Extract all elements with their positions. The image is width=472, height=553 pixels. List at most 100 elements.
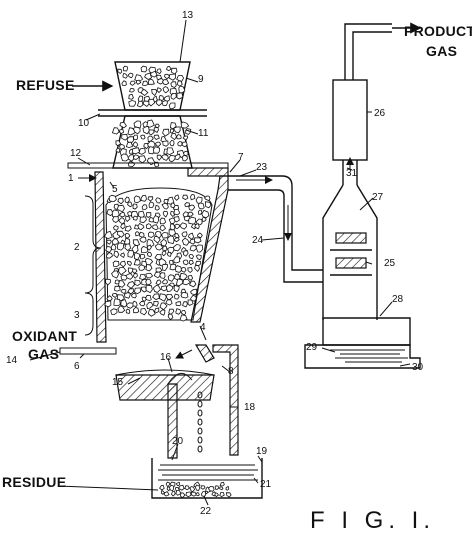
rock-fragment xyxy=(116,204,125,213)
rock-fragment xyxy=(169,128,175,134)
rock-fragment xyxy=(147,231,155,238)
rock-fragment xyxy=(176,134,182,140)
grate-zone xyxy=(59,344,239,459)
rock-fragment xyxy=(152,146,161,154)
rock-fragment xyxy=(193,237,202,244)
ref-9: 9 xyxy=(198,74,204,85)
rock-fragment xyxy=(146,119,155,128)
rock-fragment xyxy=(123,292,131,299)
rock-fragment xyxy=(143,142,149,150)
rock-fragment xyxy=(141,204,148,210)
rock-fragment xyxy=(153,127,159,133)
rock-fragment xyxy=(110,308,118,316)
rock-fragment xyxy=(160,490,166,495)
rock-fragment xyxy=(145,278,152,286)
rock-fragment xyxy=(161,202,169,210)
rock-fragment xyxy=(118,217,126,225)
rock-fragment xyxy=(125,308,131,314)
ref-20: 20 xyxy=(172,436,184,447)
rock-fragment xyxy=(188,260,194,266)
rock-fragment xyxy=(140,65,148,73)
rock-fragment xyxy=(163,95,170,102)
refuse-pile-top xyxy=(117,65,186,110)
rock-fragment xyxy=(128,93,134,100)
rock-fragment xyxy=(132,239,141,247)
rock-fragment xyxy=(146,251,153,258)
label-oxidant-gas: GAS xyxy=(28,346,59,362)
rock-fragment xyxy=(161,154,169,161)
leaders xyxy=(29,19,422,506)
refuse-charge xyxy=(103,193,212,322)
rock-fragment xyxy=(133,307,140,314)
rock-fragment xyxy=(181,237,190,246)
rock-fragment xyxy=(132,154,140,160)
rock-fragment xyxy=(111,238,120,245)
rock-fragment xyxy=(161,232,169,239)
rock-fragment xyxy=(168,73,177,81)
rock-fragment xyxy=(172,243,181,252)
rock-fragment xyxy=(182,259,189,266)
rock-fragment xyxy=(135,79,142,85)
ref-1: 1 xyxy=(68,173,74,184)
ref-21: 21 xyxy=(260,479,272,490)
rock-fragment xyxy=(179,492,186,499)
rock-fragment xyxy=(129,87,135,93)
drop-hole xyxy=(197,445,203,453)
rock-fragment xyxy=(139,274,147,280)
rock-fragment xyxy=(204,490,209,495)
rock-fragment xyxy=(190,288,198,296)
rock-fragment xyxy=(170,210,176,217)
rock-fragment xyxy=(170,81,177,88)
rock-fragment xyxy=(154,243,164,251)
rock-fragment xyxy=(127,201,133,208)
rock-fragment xyxy=(153,300,159,307)
rock-fragment xyxy=(180,291,189,299)
rock-fragment xyxy=(173,126,181,134)
ref-19: 19 xyxy=(256,446,268,457)
rock-fragment xyxy=(170,92,177,100)
rock-fragment xyxy=(124,196,130,204)
rock-fragment xyxy=(168,484,175,492)
rock-fragment xyxy=(104,300,112,308)
rock-fragment xyxy=(182,279,192,286)
rock-fragment xyxy=(187,274,194,281)
reference-numerals: 13 9 10 11 12 1 5 7 23 2 3 24 4 14 6 16 … xyxy=(6,10,424,517)
rock-fragment xyxy=(177,484,185,491)
label-residue: RESIDUE xyxy=(2,474,66,490)
rock-fragment xyxy=(162,79,170,86)
ref-11: 11 xyxy=(198,128,209,139)
rock-fragment xyxy=(191,491,197,497)
rock-fragment xyxy=(124,225,132,232)
rock-fragment xyxy=(195,244,204,253)
rock-fragment xyxy=(219,486,224,491)
rock-fragment xyxy=(159,302,168,311)
rock-fragment xyxy=(169,263,177,271)
labels: REFUSE PRODUCT GAS OXIDANT GAS RESIDUE F… xyxy=(2,23,472,534)
rock-fragment xyxy=(194,265,200,273)
rock-fragment xyxy=(119,128,125,134)
collection-tank xyxy=(304,317,421,369)
rock-fragment xyxy=(122,72,128,79)
rock-fragment xyxy=(152,224,159,231)
rock-fragment xyxy=(129,80,136,86)
gas-cleaner xyxy=(322,23,392,320)
rock-fragment xyxy=(128,161,136,168)
drop-hole xyxy=(197,436,203,444)
rock-fragment xyxy=(165,481,170,488)
rock-fragment xyxy=(179,222,187,230)
rock-fragment xyxy=(118,266,127,276)
drop-hole xyxy=(197,391,203,399)
rock-fragment xyxy=(140,134,146,140)
rock-fragment xyxy=(125,141,134,149)
rock-fragment xyxy=(132,141,139,148)
rock-fragment xyxy=(175,308,182,315)
rock-fragment xyxy=(148,201,155,208)
rock-fragment xyxy=(117,197,124,205)
rock-fragment xyxy=(175,489,182,496)
rock-fragment xyxy=(121,80,127,87)
rock-fragment xyxy=(140,89,149,97)
drop-hole xyxy=(197,427,203,435)
rock-fragment xyxy=(156,154,163,161)
residue-basin xyxy=(151,458,263,499)
rock-fragment xyxy=(174,233,180,239)
